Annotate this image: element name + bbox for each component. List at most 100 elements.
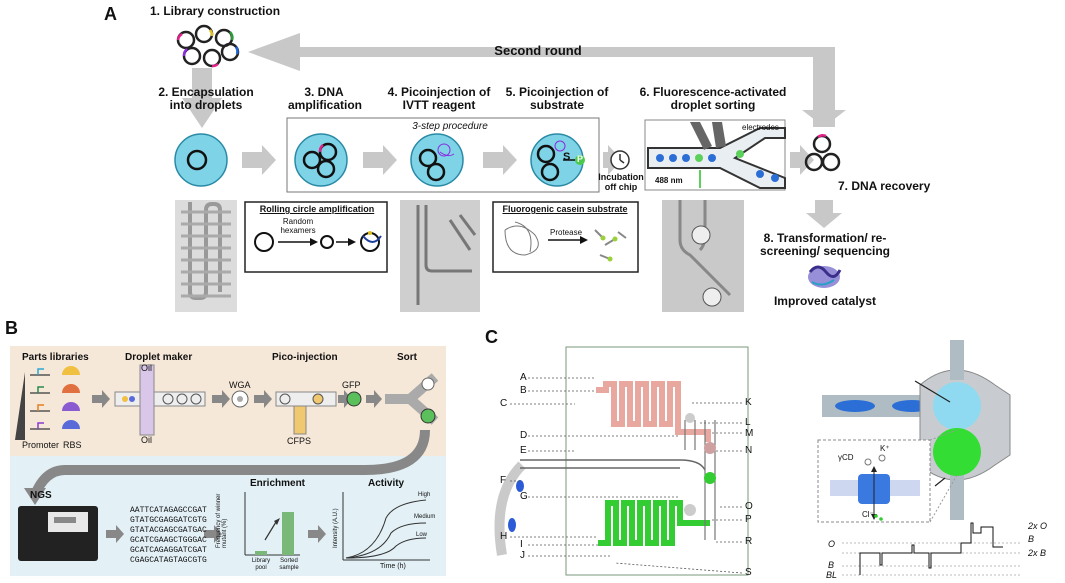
step7-label: 7. DNA recovery — [838, 179, 931, 193]
chip-label-j: J — [520, 550, 525, 561]
protein-icon — [808, 265, 842, 288]
down-arrowhead-1 — [182, 98, 222, 128]
trace-label-o: O — [828, 539, 836, 549]
plasmid-library-icon — [176, 24, 240, 68]
step5-label: 5. Picoinjection of substrate — [505, 85, 609, 112]
pico-injection-label: Pico-injection — [272, 352, 338, 363]
ngs-label: NGS — [30, 490, 52, 501]
gfp-label: GFP — [342, 380, 361, 390]
chip-label-i: I — [520, 539, 523, 550]
sort-label: Sort — [397, 352, 417, 363]
promoter-label: Promoter — [22, 440, 60, 450]
cfps-label: CFPS — [287, 436, 312, 446]
chip-label-p: P — [745, 514, 752, 525]
three-step-box — [286, 117, 600, 193]
second-round-label: Second round — [494, 43, 582, 58]
three-step-label: 3-step procedure — [412, 121, 488, 132]
clock-icon — [610, 150, 630, 170]
arrow-6-7 — [790, 145, 814, 175]
chip-label-a: A — [520, 372, 527, 383]
rca-box — [244, 201, 388, 273]
chip-label-h: H — [500, 531, 508, 542]
sequence-line: GCATCGAAGCTGGGAC — [130, 536, 207, 545]
step6-label: 6. Fluorescence-activated droplet sortin… — [639, 85, 787, 112]
chip-label-g: G — [520, 491, 528, 502]
oil-bottom-label: Oil — [141, 435, 152, 445]
step3-label: 3. DNA amplification — [288, 85, 363, 112]
oil-top-label: Oil — [141, 363, 152, 373]
step1-label: 1. Library construction — [150, 4, 281, 18]
fcs-box — [492, 201, 639, 273]
sequence-line: GCATCAGAGGATCGAT — [130, 546, 207, 555]
trace-label-b-top: B — [1028, 534, 1035, 544]
enrichment-label: Enrichment — [250, 478, 306, 489]
trace-label-2xo: 2x O — [1028, 521, 1048, 531]
chip-label-n: N — [745, 445, 753, 456]
sequence-line: CGAGCATAGTAGCGTG — [130, 556, 207, 565]
micrograph-picoinjection — [400, 200, 480, 312]
sequence-line: GTATGCGAGGATCGTG — [130, 516, 207, 525]
sequence-line: AATTCATAGAGCCGAT — [130, 506, 207, 515]
chip-label-b: B — [520, 385, 527, 396]
cl-label: Cl⁻ — [862, 510, 874, 519]
rca-random-label: Random hexamers — [280, 217, 316, 235]
step8-label: 8. Transformation/ re-screening/ sequenc… — [759, 231, 891, 258]
sequence-line: GTATACGAGCGATGAC — [130, 526, 207, 535]
wga-label: WGA — [229, 380, 251, 390]
down-arrow-1 — [192, 68, 212, 98]
enrichment-x2: Sorted sample — [279, 558, 299, 571]
chip-label-f: F — [500, 475, 507, 486]
micrograph-encapsulation — [175, 200, 237, 312]
second-round-arrow — [248, 33, 815, 71]
chip-label-m: M — [745, 428, 754, 439]
down-arrowhead-7 — [806, 213, 842, 228]
step4-label: 4. Picoinjection of IVTT reagent — [387, 85, 491, 112]
chip-label-l: L — [745, 417, 751, 428]
activity-xlabel: Time (h) — [380, 563, 406, 570]
down-arrow-7 — [815, 200, 833, 214]
improved-catalyst-label: Improved catalyst — [773, 294, 877, 308]
recovered-dna-icon — [804, 134, 841, 172]
activity-high: High — [418, 492, 431, 498]
chip-label-c: C — [500, 398, 508, 409]
droplet-maker-label: Droplet maker — [125, 352, 193, 363]
k-plus-label: K⁺ — [880, 444, 890, 453]
second-round-down-head — [802, 110, 846, 127]
trace-label-2xb: 2x B — [1028, 548, 1047, 558]
electrodes-label: electrodes — [742, 123, 779, 132]
ycd-label: γCD — [838, 453, 854, 462]
activity-label: Activity — [368, 478, 405, 489]
sorting-chip-diagram — [644, 119, 786, 191]
laser-label: 488 nm — [655, 176, 683, 185]
chip-label-s: S — [745, 567, 752, 578]
step2-label: 2. Encapsulation into droplets — [158, 85, 254, 112]
activity-low: Low — [416, 532, 428, 538]
chip-label-o: O — [745, 501, 753, 512]
rbs-label: RBS — [63, 440, 82, 450]
fcs-title: Fluorogenic casein substrate — [502, 204, 628, 214]
product-p-label: P — [577, 154, 584, 164]
chip-label-d: D — [520, 430, 528, 441]
fcs-protease-label: Protease — [550, 228, 583, 237]
enrichment-x1: Library pool — [251, 558, 271, 571]
trace-label-b: B — [828, 560, 835, 570]
substrate-s-label: S — [563, 151, 571, 163]
arrow-4-5 — [483, 145, 517, 175]
activity-medium: Medium — [414, 514, 436, 520]
sequence-list: AATTCATAGAGCCGAT GTATGCGAGGATCGTG GTATAC… — [130, 506, 207, 566]
chip-label-r: R — [745, 536, 753, 547]
rca-title: Rolling circle amplification — [259, 204, 375, 214]
panel-a-letter: A — [104, 4, 117, 24]
chip-label-k: K — [745, 397, 752, 408]
second-round-up-bar — [813, 47, 835, 127]
incubation-label: Incubation off chip — [598, 172, 644, 192]
arrow-2-3 — [242, 145, 276, 175]
micrograph-sorting — [662, 200, 744, 312]
chip-label-e: E — [520, 445, 527, 456]
panel-c-letter: C — [485, 327, 498, 347]
trace-label-bl: BL — [826, 570, 838, 580]
arrow-3-4 — [363, 145, 397, 175]
